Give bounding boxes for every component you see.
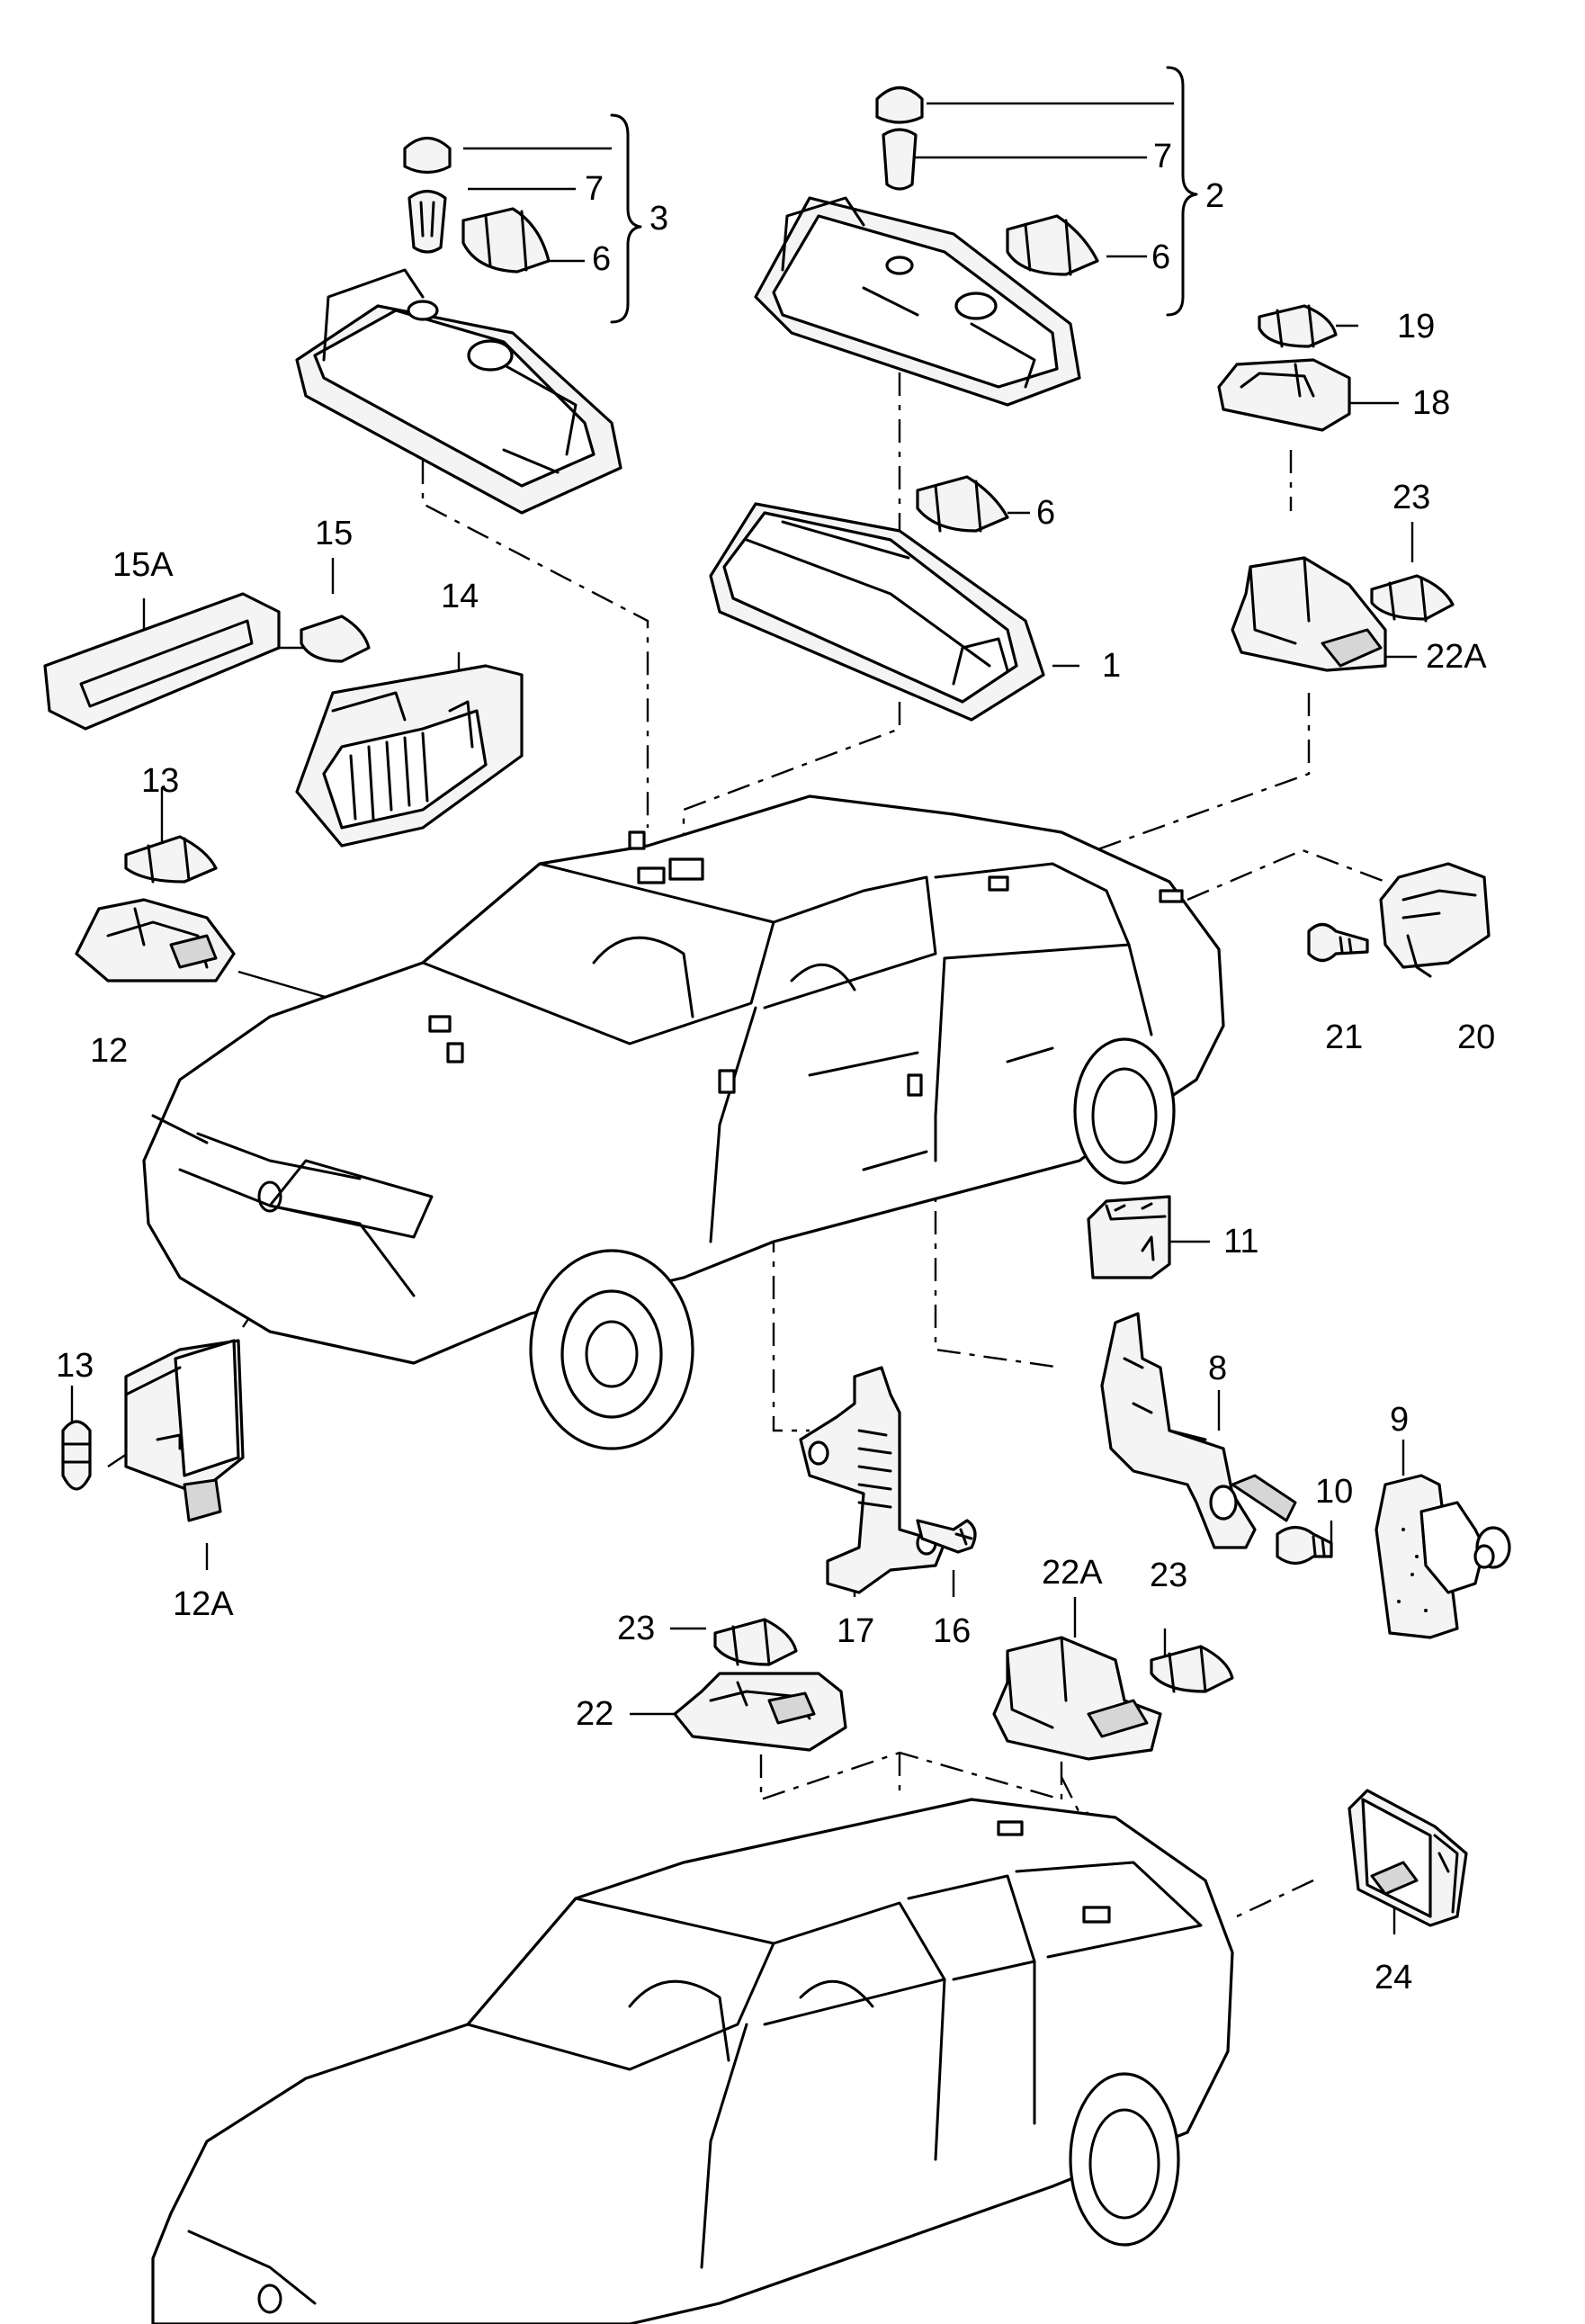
part-24-module xyxy=(1348,1789,1468,1927)
callout-8: 8 xyxy=(1208,1350,1227,1387)
part-18-19 xyxy=(1217,304,1351,432)
callout-22a-top: 22A xyxy=(1426,638,1487,676)
callout-10: 10 xyxy=(1315,1473,1353,1511)
callout-15: 15 xyxy=(315,515,353,552)
callout-18: 18 xyxy=(1412,384,1450,422)
brace-group-2 xyxy=(1166,66,1198,317)
callout-16: 16 xyxy=(933,1612,971,1650)
assembly-lines xyxy=(421,232,1386,1918)
callout-6: 6 xyxy=(592,240,611,278)
part-12-13 xyxy=(75,835,236,983)
callout-14: 14 xyxy=(441,578,479,615)
part-22a-bottom xyxy=(992,1636,1234,1761)
callout-15a: 15A xyxy=(112,546,174,584)
part-14-15 xyxy=(43,592,524,848)
callout-22a-bottom: 22A xyxy=(1042,1554,1103,1592)
callout-labels: 1 2 3 6 6 6 7 7 8 9 10 11 12 12A 13 13 1… xyxy=(56,138,1495,1996)
part-11-switch xyxy=(1087,1195,1171,1279)
callout-2: 2 xyxy=(1205,177,1224,215)
part-9-switch xyxy=(1375,1474,1511,1639)
callout-21: 21 xyxy=(1325,1018,1363,1056)
callout-1: 1 xyxy=(1102,647,1121,685)
part-group-2-lamp xyxy=(754,85,1099,407)
callout-7: 7 xyxy=(1153,138,1172,175)
callout-6: 6 xyxy=(1036,494,1055,532)
part-22-23 xyxy=(673,1618,847,1752)
callout-19: 19 xyxy=(1397,308,1435,345)
callout-13: 13 xyxy=(56,1347,94,1385)
callout-17: 17 xyxy=(837,1612,874,1650)
callout-6: 6 xyxy=(1151,238,1170,276)
callout-9: 9 xyxy=(1390,1401,1409,1439)
part-20-21 xyxy=(1307,862,1491,978)
callout-12a: 12A xyxy=(173,1585,234,1623)
callout-12: 12 xyxy=(90,1032,128,1070)
callout-11: 11 xyxy=(1223,1223,1258,1261)
callout-22: 22 xyxy=(576,1695,613,1733)
sedan-car xyxy=(142,794,1225,1450)
callout-3: 3 xyxy=(649,200,668,238)
part-1-lamp xyxy=(709,475,1045,722)
callout-24: 24 xyxy=(1375,1959,1412,1996)
estate-car xyxy=(151,1798,1234,2324)
part-17-16 xyxy=(799,1366,977,1594)
callout-13: 13 xyxy=(141,762,179,800)
callout-23: 23 xyxy=(1150,1557,1187,1594)
brace-group-3 xyxy=(610,113,642,324)
callout-23: 23 xyxy=(1392,479,1430,516)
part-8-10 xyxy=(1100,1312,1333,1566)
part-12a-13 xyxy=(61,1339,245,1522)
part-22a-top xyxy=(1231,556,1455,672)
part-group-3-lamp xyxy=(295,136,622,515)
callout-7: 7 xyxy=(585,170,604,208)
callout-23: 23 xyxy=(617,1610,655,1647)
callout-20: 20 xyxy=(1457,1018,1495,1056)
